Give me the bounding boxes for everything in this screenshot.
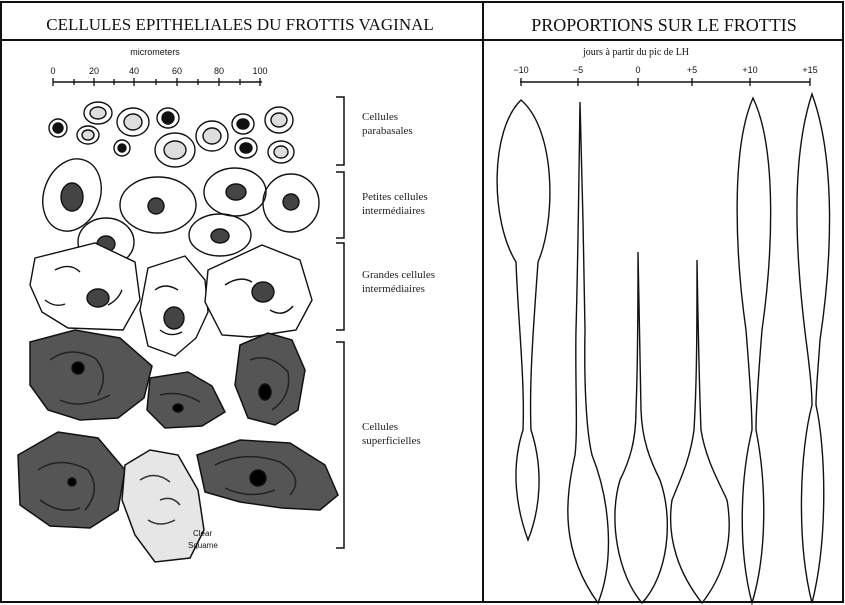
scale-tick-40: 40 xyxy=(129,66,139,76)
proportion-kites xyxy=(497,94,829,603)
scale-unit: micrometers xyxy=(130,47,180,57)
group-label-large-intermediate-1: Grandes cellules xyxy=(362,269,435,281)
scale-tick-60: 60 xyxy=(172,66,182,76)
day-tick-plus15: +15 xyxy=(802,65,817,75)
scale-tick-20: 20 xyxy=(89,66,99,76)
scale-tick-80: 80 xyxy=(214,66,224,76)
group-label-parabasal-1: Cellules xyxy=(362,111,398,123)
scale-tick-0: 0 xyxy=(50,66,55,76)
day-tick-0: 0 xyxy=(635,65,640,75)
group-brackets xyxy=(336,97,344,548)
day-axis: −10 −5 0 +5 +10 +15 xyxy=(513,65,817,86)
day-axis-label: jours à partir du pic de LH xyxy=(582,47,689,58)
left-title: CELLULES EPITHELIALES DU FROTTIS VAGINAL xyxy=(46,15,434,34)
kite-day-minus5 xyxy=(568,102,609,603)
group-label-small-intermediate-2: intermédiaires xyxy=(362,205,425,217)
right-panel: PROPORTIONS SUR LE FROTTIS jours à parti… xyxy=(497,15,829,603)
scale-tick-100: 100 xyxy=(252,66,267,76)
kite-day-0 xyxy=(615,252,667,603)
group-label-parabasal-2: parabasales xyxy=(362,125,413,137)
group-label-superficial-1: Cellules xyxy=(362,421,398,433)
kite-day-plus5 xyxy=(671,260,730,603)
group-label-superficial-2: superficielles xyxy=(362,435,421,447)
clear-squame-label-2: Squame xyxy=(188,541,218,550)
scale-bar: micrometers 0 20 40 60 80 100 xyxy=(50,47,267,86)
day-tick-plus10: +10 xyxy=(742,65,757,75)
day-tick-plus5: +5 xyxy=(687,65,697,75)
day-tick-minus5: −5 xyxy=(573,65,583,75)
kite-day-minus10 xyxy=(497,100,550,540)
group-label-small-intermediate-1: Petites cellules xyxy=(362,191,428,203)
parabasal-cells xyxy=(49,102,294,167)
clear-squame-label-1: Clear xyxy=(193,529,212,538)
superficial-cells xyxy=(18,330,338,562)
day-tick-minus10: −10 xyxy=(513,65,528,75)
group-label-large-intermediate-2: intermédiaires xyxy=(362,283,425,295)
kite-day-plus10 xyxy=(737,98,771,603)
kite-day-plus15 xyxy=(797,94,830,603)
right-title: PROPORTIONS SUR LE FROTTIS xyxy=(531,15,796,35)
left-panel: CELLULES EPITHELIALES DU FROTTIS VAGINAL… xyxy=(18,15,435,562)
